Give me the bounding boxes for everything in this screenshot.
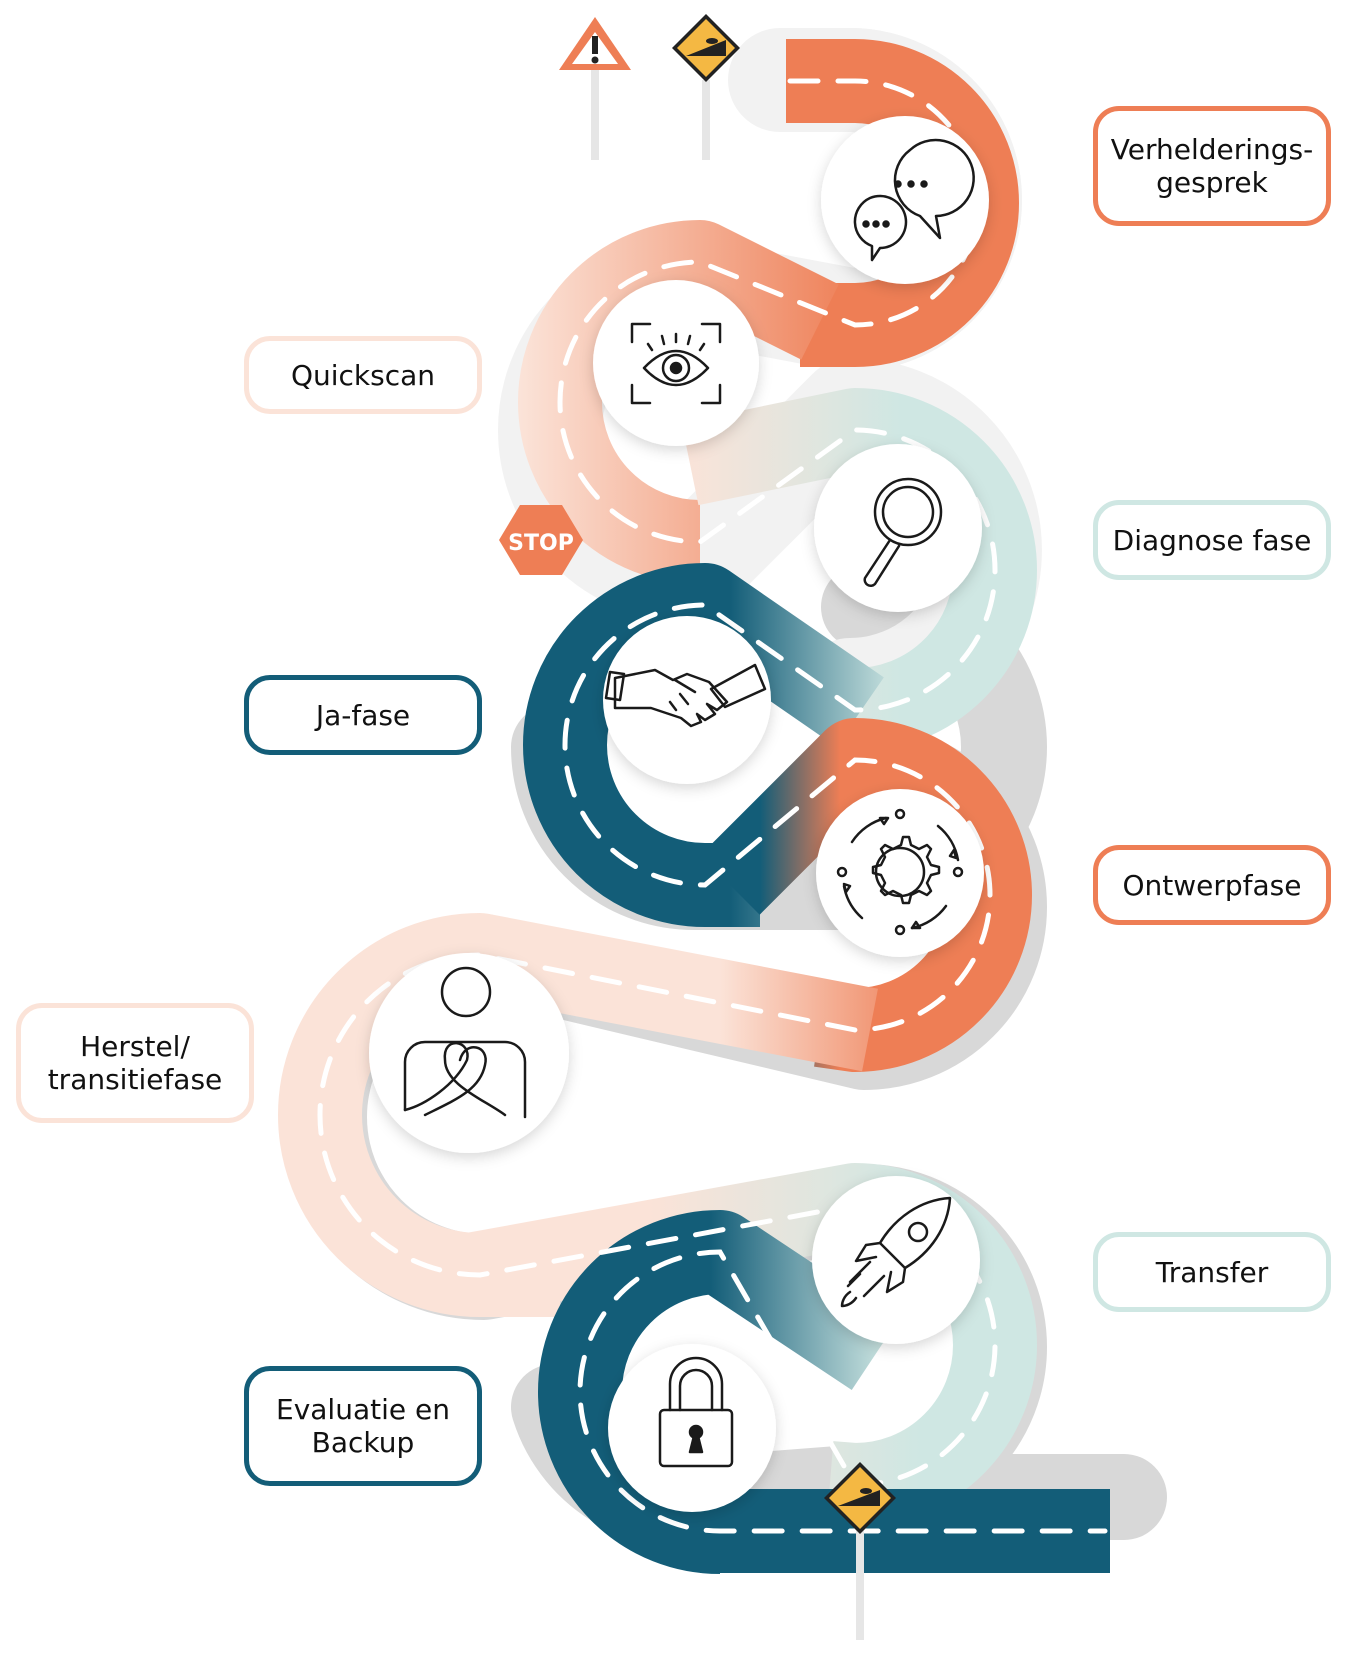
step-label-diagnose: Diagnose fase [1093,500,1331,580]
step-label-quickscan: Quickscan [244,336,482,414]
step-label-verheldering: Verhelderings- gesprek [1093,106,1331,226]
step-label-ontwerpfase: Ontwerpfase [1093,845,1331,925]
step-label-transfer: Transfer [1093,1232,1331,1312]
step-label-ja-fase: Ja-fase [244,675,482,755]
step-label-herstel: Herstel/ transitiefase [16,1003,254,1123]
warning-sign-icon [559,17,631,160]
step-label-evaluatie: Evaluatie en Backup [244,1366,482,1486]
stop-sign-text: STOP [508,531,574,556]
